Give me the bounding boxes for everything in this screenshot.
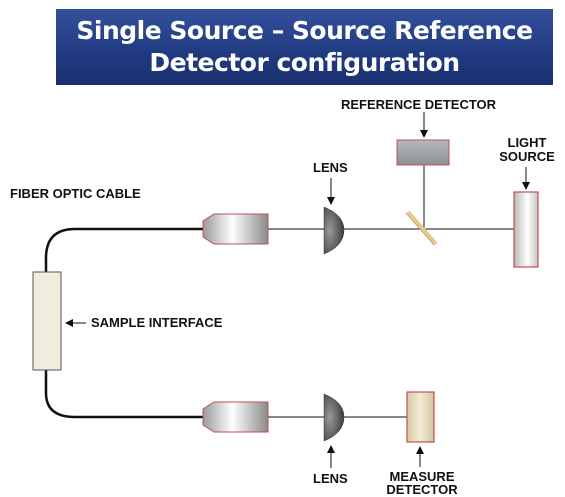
label-fiber-optic-cable: FIBER OPTIC CABLE: [10, 186, 141, 201]
lens-top: [323, 206, 345, 255]
sample-interface: [32, 271, 62, 371]
collimator-bottom: [202, 401, 269, 433]
label-lens-top: LENS: [313, 160, 348, 175]
label-light-source-line1: LIGHT: [507, 135, 547, 150]
label-measure-detector-line2: DETECTOR: [386, 482, 458, 497]
reference-detector: [396, 139, 450, 166]
fiber-optic-cable-bottom: [44, 370, 203, 419]
collimator-top: [202, 213, 269, 245]
label-sample-interface: SAMPLE INTERFACE: [91, 315, 223, 330]
beam-splitter-edge: [405, 212, 435, 246]
title-line-2: Detector configuration: [149, 48, 460, 77]
title-banner: Single Source – Source Reference Detecto…: [56, 9, 553, 85]
label-lens-bottom: LENS: [313, 471, 348, 486]
measure-detector: [406, 391, 435, 443]
label-light-source: LIGHT SOURCE: [498, 136, 556, 164]
fiber-optic-cable-top: [44, 227, 203, 272]
light-source: [513, 191, 539, 268]
label-measure-detector: MEASURE DETECTOR: [384, 470, 460, 496]
title-line-1: Single Source – Source Reference: [76, 16, 533, 45]
beam-splitter: [406, 210, 438, 246]
lens-bottom: [323, 393, 345, 442]
label-light-source-line2: SOURCE: [499, 149, 555, 164]
label-measure-detector-line1: MEASURE: [389, 469, 455, 484]
label-reference-detector: REFERENCE DETECTOR: [341, 97, 497, 112]
